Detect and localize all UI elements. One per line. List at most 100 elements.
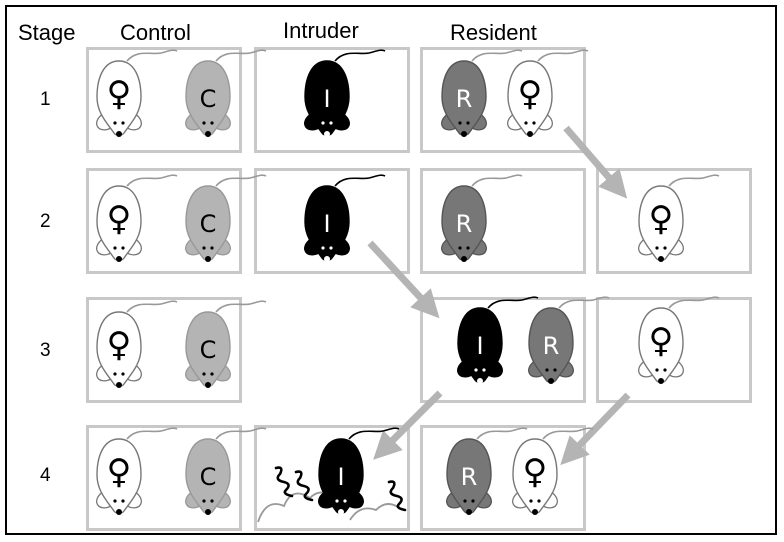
mouse-eye	[466, 121, 470, 125]
figure-frame	[5, 5, 777, 535]
mouse-label: I	[337, 463, 344, 491]
bedding-cloud-right	[349, 503, 403, 521]
mouse-tail	[471, 49, 523, 62]
mouse-eye	[471, 499, 475, 503]
mouse-female-stage4-control: ♀	[96, 427, 178, 515]
mouse-label: R	[543, 332, 560, 360]
mouse-tail	[668, 174, 720, 187]
stage-header: Stage	[18, 20, 76, 45]
mouse-female-stage2-control: ♀	[96, 174, 178, 262]
mouse-eye	[663, 368, 667, 372]
mouse-eye	[113, 499, 117, 503]
mouse-nose	[205, 382, 211, 388]
mouse-nose	[658, 378, 664, 384]
mouse-eye	[202, 499, 206, 503]
mouse-eye	[202, 372, 206, 376]
mouse-label: ♀	[107, 199, 132, 239]
mouse-eye	[121, 246, 125, 250]
stress-squiggle-3	[387, 480, 407, 512]
mouse-eye	[466, 246, 470, 250]
intruder-header: Intruder	[283, 18, 359, 43]
mouse-nose	[532, 509, 538, 515]
mouse-nose	[205, 256, 211, 262]
resident-header: Resident	[450, 20, 537, 45]
mouse-nose	[461, 256, 467, 262]
mouse-eye	[655, 246, 659, 250]
mouse-nose	[116, 382, 122, 388]
mouse-eye	[321, 121, 325, 125]
mouse-female-stage2-separated: ♀	[638, 174, 720, 262]
mouse-label: R	[456, 210, 473, 238]
mouse-nose	[324, 131, 330, 137]
mouse-label: I	[476, 332, 483, 360]
mouse-tail	[476, 427, 528, 440]
mouse-label: I	[323, 210, 330, 238]
mouse-eye	[113, 246, 117, 250]
mouse-eye	[529, 499, 533, 503]
mouse-resident-stage4: R	[446, 427, 528, 515]
mouse-tail	[348, 427, 400, 440]
mouse-resident-stage1: R	[441, 49, 523, 137]
mouse-eye	[663, 246, 667, 250]
stage-label-2: 2	[40, 211, 51, 232]
mouse-female-stage3-separated: ♀	[638, 296, 720, 384]
mouse-tail	[126, 300, 178, 313]
mouse-control-stage3: C	[185, 300, 267, 388]
mouse-tail	[126, 427, 178, 440]
mouse-label: ♀	[649, 321, 674, 361]
stage-label-3: 3	[40, 340, 51, 361]
mouse-label: ♀	[649, 199, 674, 239]
mouse-intruder-stage1: I	[304, 49, 386, 137]
mouse-eye	[458, 121, 462, 125]
mouse-label: C	[200, 336, 217, 364]
stress-squiggle-1	[274, 466, 294, 498]
mouse-tail	[215, 174, 267, 187]
mouse-eye	[121, 499, 125, 503]
mouse-nose	[548, 378, 554, 384]
mouse-eye	[210, 372, 214, 376]
mouse-tail	[668, 296, 720, 309]
mouse-control-stage4: C	[185, 427, 267, 515]
mouse-eye	[482, 368, 486, 372]
stage-label-1: 1	[40, 89, 51, 110]
mouse-nose	[527, 131, 533, 137]
mouse-label: C	[200, 210, 217, 238]
arrow-female-to-separate-cage	[563, 125, 628, 199]
mouse-tail	[215, 300, 267, 313]
mouse-tail	[334, 49, 386, 62]
mouse-eye	[210, 499, 214, 503]
mouse-label: ♀	[107, 452, 132, 492]
mouse-nose	[205, 509, 211, 515]
mouse-eye	[537, 499, 541, 503]
arrow-intruder-back-to-cage	[373, 390, 443, 460]
mouse-female-stage4-resident: ♀	[512, 427, 594, 515]
mouse-eye	[210, 246, 214, 250]
mouse-nose	[461, 131, 467, 137]
stage-label-4: 4	[40, 465, 51, 486]
mouse-nose	[116, 509, 122, 515]
mouse-nose	[116, 256, 122, 262]
mouse-eye	[113, 121, 117, 125]
mouse-eye	[121, 121, 125, 125]
control-header: Control	[120, 20, 191, 45]
mouse-label: ♀	[107, 74, 132, 114]
mouse-eye	[329, 246, 333, 250]
mouse-nose	[116, 131, 122, 137]
mouse-eye	[321, 246, 325, 250]
mouse-label: I	[323, 85, 330, 113]
mouse-nose	[338, 509, 344, 515]
mouse-eye	[202, 246, 206, 250]
mouse-intruder-stage4: I	[318, 427, 400, 515]
mouse-label: R	[461, 463, 478, 491]
mouse-tail	[215, 427, 267, 440]
mouse-eye	[474, 368, 478, 372]
mouse-nose	[205, 131, 211, 137]
mouse-intruder-stage2: I	[304, 174, 386, 262]
mouse-label: C	[200, 463, 217, 491]
mouse-tail	[334, 174, 386, 187]
stress-squiggle-2	[294, 470, 314, 502]
mouse-eye	[202, 121, 206, 125]
arrow-female-back-to-resident	[560, 392, 631, 466]
mouse-tail	[487, 296, 539, 309]
